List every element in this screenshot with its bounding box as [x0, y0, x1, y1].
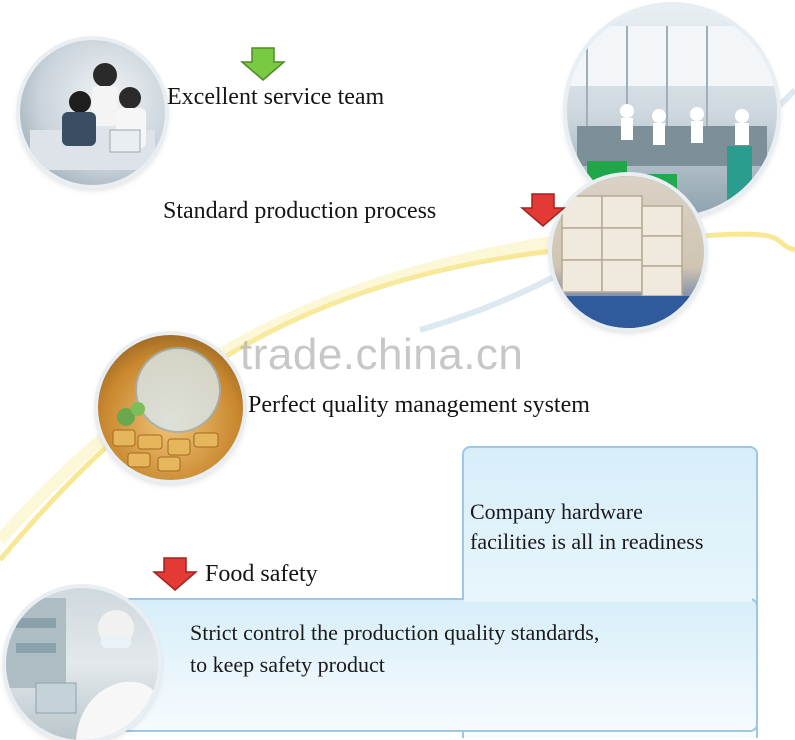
production-process-label: Standard production process [163, 198, 437, 224]
food-safety-lab-photo [6, 588, 158, 740]
arrow-down-icon [240, 47, 286, 81]
snack-food-photo [98, 335, 243, 480]
food-safety-label: Food safety [205, 561, 318, 587]
hardware-text-line1: Company hardware [470, 499, 643, 524]
arrow-down-icon [520, 193, 566, 227]
quality-control-text-line1: Strict control the production quality st… [190, 620, 600, 645]
panel-join [464, 596, 752, 602]
hardware-text-line2: facilities is all in readiness [470, 529, 704, 554]
service-team-label: Excellent service team [167, 84, 385, 110]
arrow-down-icon [152, 557, 198, 591]
production-line-photo [567, 6, 777, 216]
quality-control-text-line2: to keep safety product [190, 652, 385, 677]
quality-management-label: Perfect quality management system [248, 392, 590, 418]
watermark: trade.china.cn [240, 330, 524, 379]
service-team-photo [20, 40, 165, 185]
warehouse-boxes-photo [552, 176, 704, 328]
